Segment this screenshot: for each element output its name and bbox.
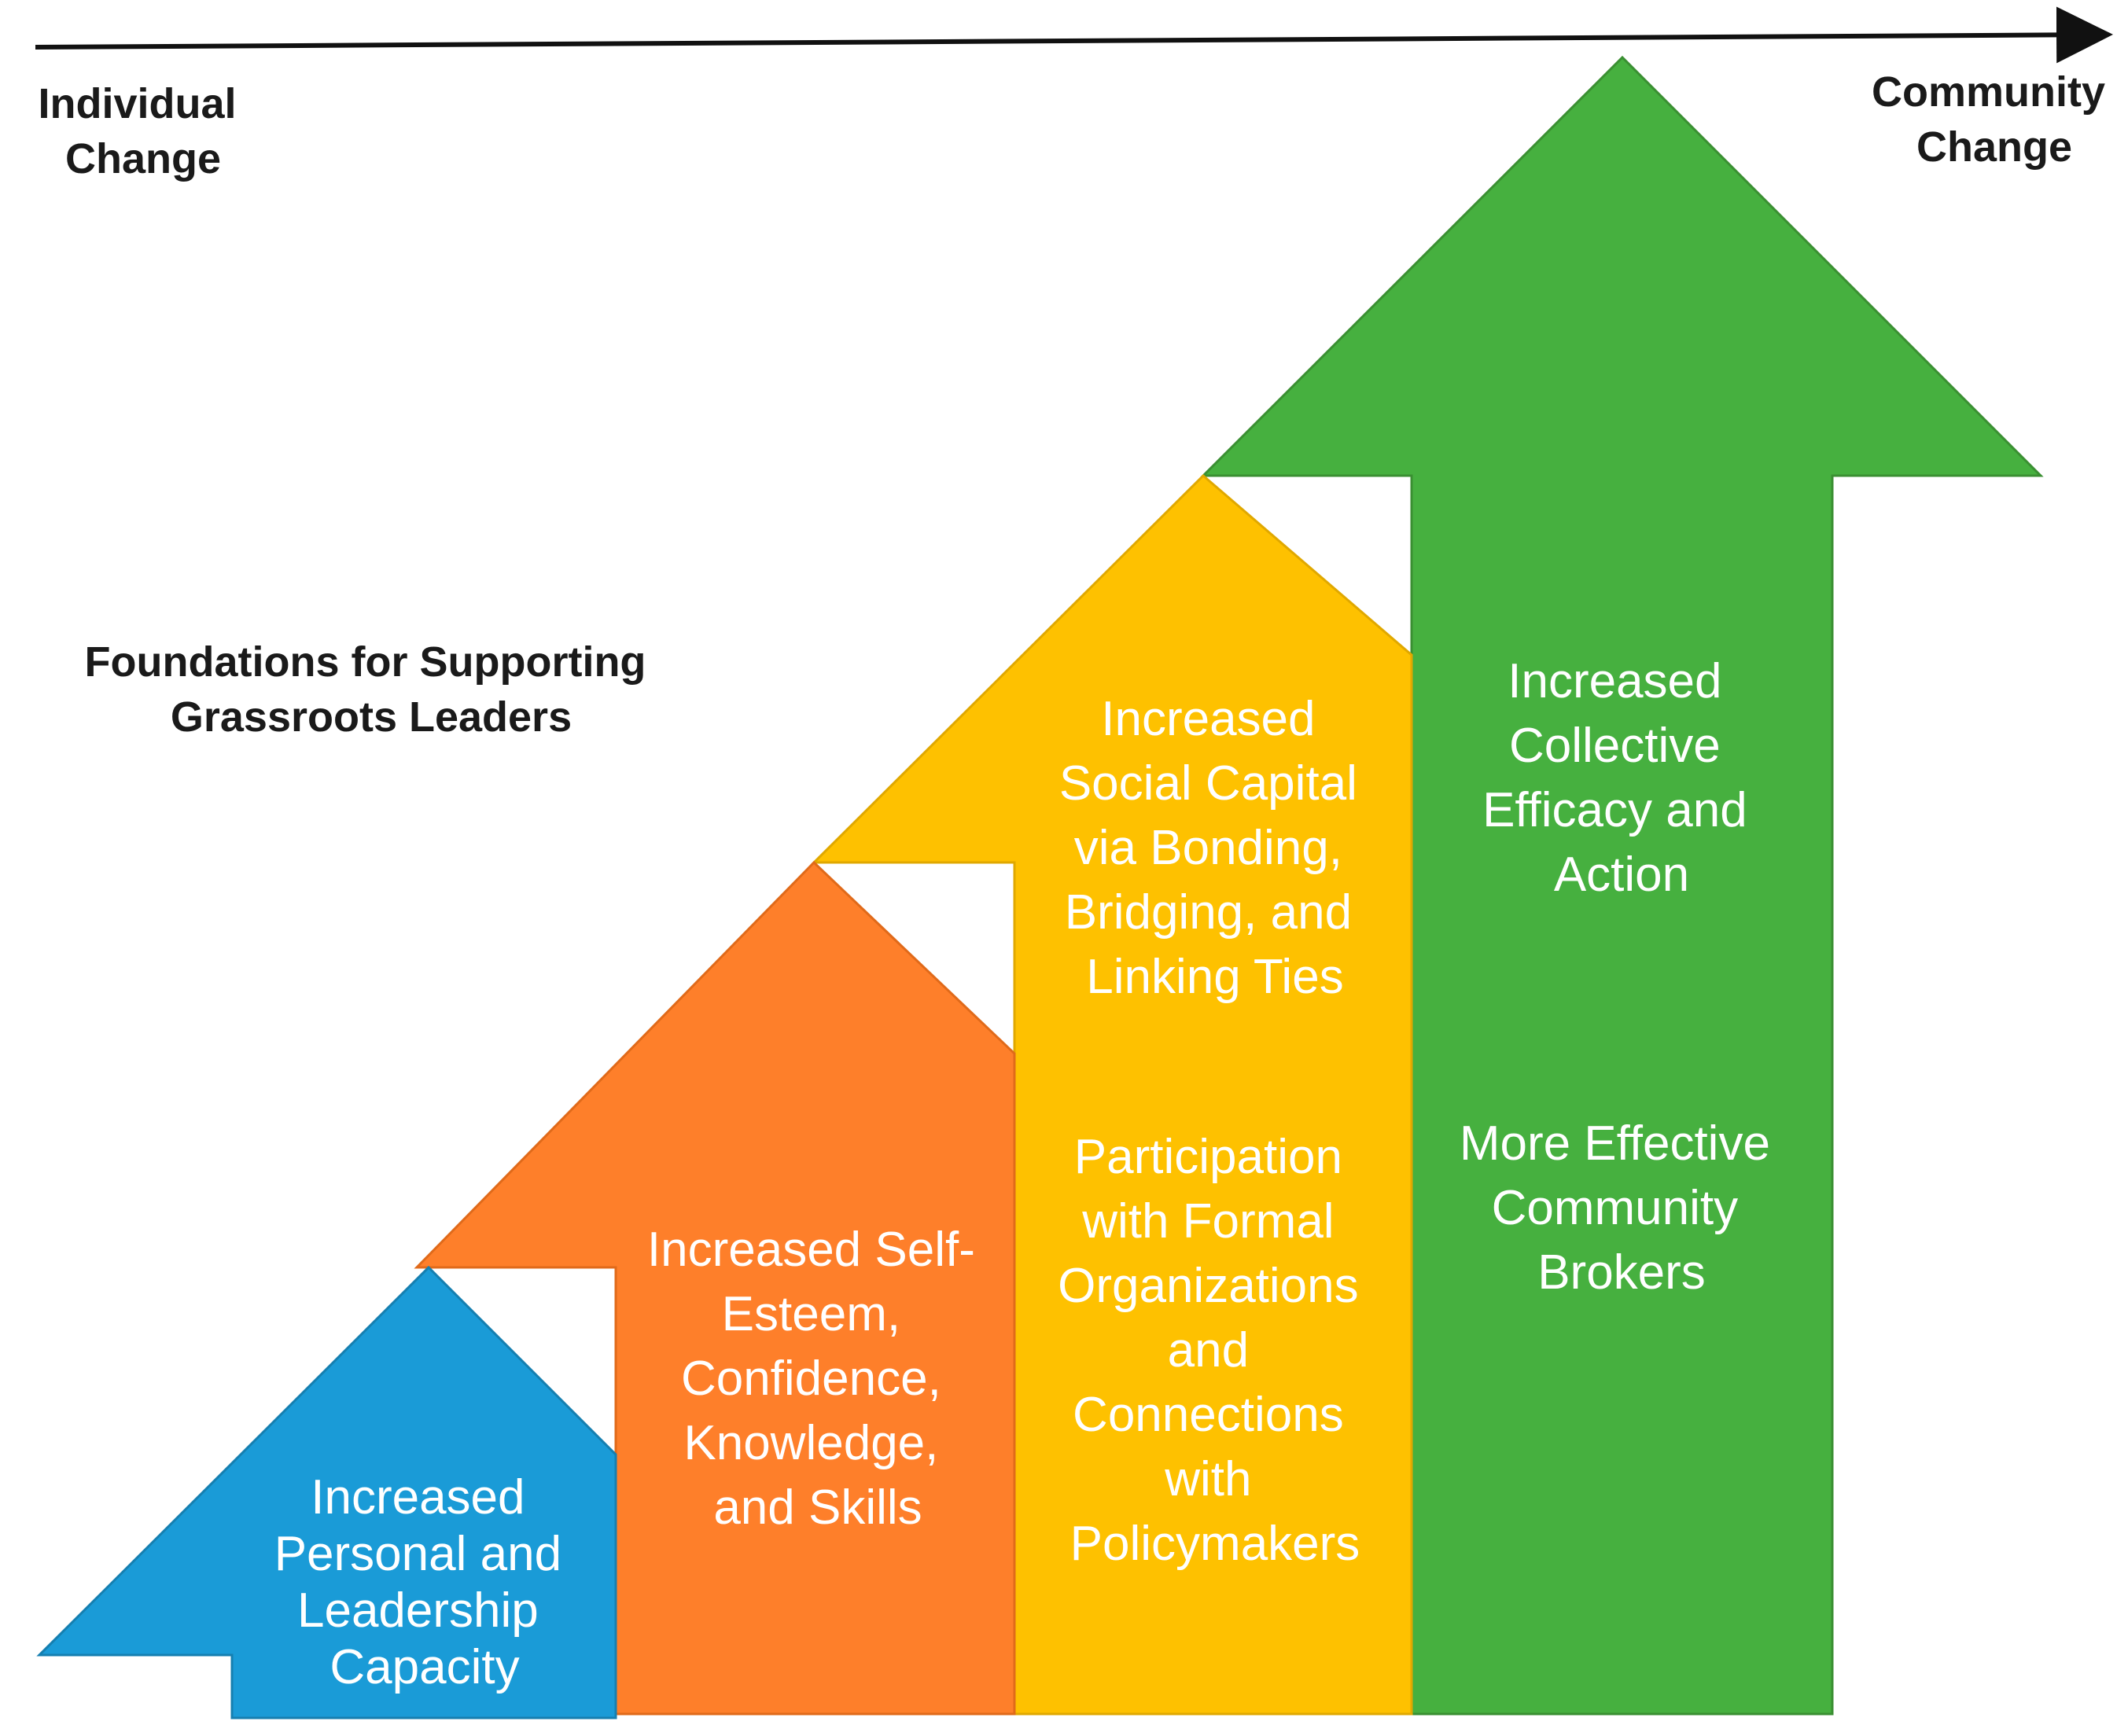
green-arrow-text-bottom: More Effective Community Brokers — [1460, 1116, 1784, 1300]
blue-arrow — [36, 1265, 617, 1719]
green-arrow-text-top: Increased Collective Efficacy and Action — [1482, 654, 1761, 902]
diagram-title: Foundations for Supporting Grassroots Le… — [85, 638, 658, 741]
yellow-arrow-text-bottom: Participation with Formal Organizations … — [1058, 1130, 1372, 1571]
yellow-arrow-text-top: Increased Social Capital via Bonding, Br… — [1059, 692, 1371, 1004]
axis-left-label: Individual Change — [38, 80, 248, 182]
yellow-arrow — [811, 473, 1413, 1716]
blue-arrow-text: Increased Personal and Leadership Capaci… — [274, 1470, 576, 1694]
orange-arrow-text: Increased Self- Esteem, Confidence, Know… — [647, 1223, 989, 1535]
axis-right-label: Community Change — [1872, 68, 2117, 171]
orange-arrow — [414, 860, 1016, 1716]
change-axis-arrow — [35, 6, 2113, 64]
